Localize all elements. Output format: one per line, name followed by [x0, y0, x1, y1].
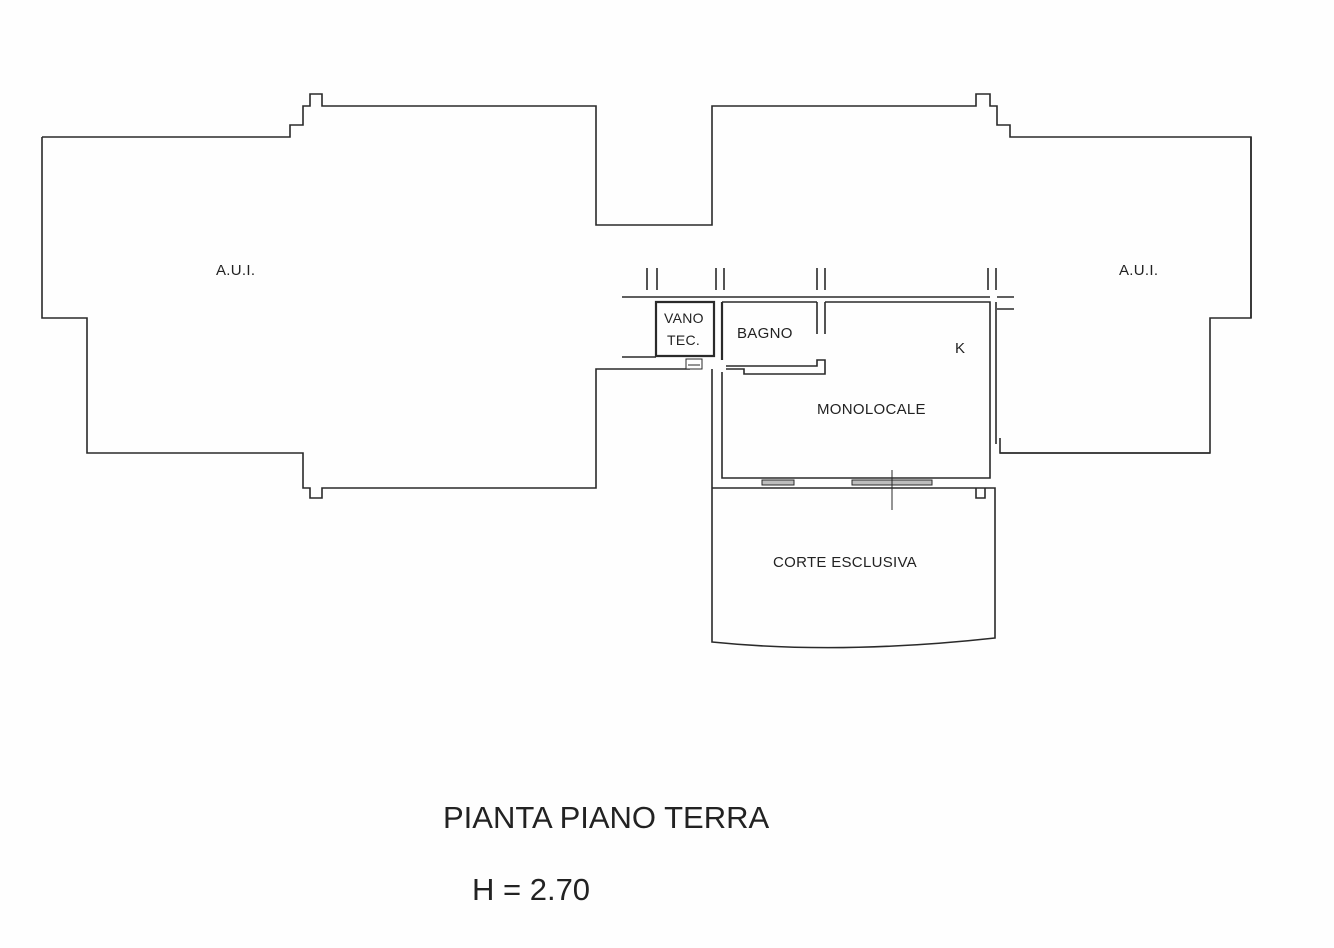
room-label-aui-left: A.U.I. — [216, 262, 256, 279]
threshold-marker — [685, 358, 703, 370]
right-unit-lower-outline — [1000, 137, 1252, 454]
central-grid-walls — [622, 268, 1014, 358]
room-label-tec: TEC. — [667, 332, 701, 348]
room-label-vano: VANO — [664, 310, 704, 326]
window-left — [761, 479, 795, 486]
room-label-kitchen: K — [955, 340, 966, 357]
plan-title: PIANTA PIANO TERRA — [443, 800, 770, 835]
bagno-walls — [722, 301, 826, 375]
height-note: H = 2.70 — [472, 872, 591, 907]
room-label-bagno: BAGNO — [737, 325, 793, 342]
corte-esclusiva-outline — [711, 369, 996, 649]
vano-tec-walls — [654, 300, 724, 360]
room-label-aui-right: A.U.I. — [1119, 262, 1159, 279]
monolocale-walls — [721, 301, 997, 479]
room-label-monolocale: MONOLOCALE — [817, 401, 926, 418]
left-unit-lower-outline — [41, 137, 690, 499]
room-label-corte: CORTE ESCLUSIVA — [773, 554, 917, 571]
